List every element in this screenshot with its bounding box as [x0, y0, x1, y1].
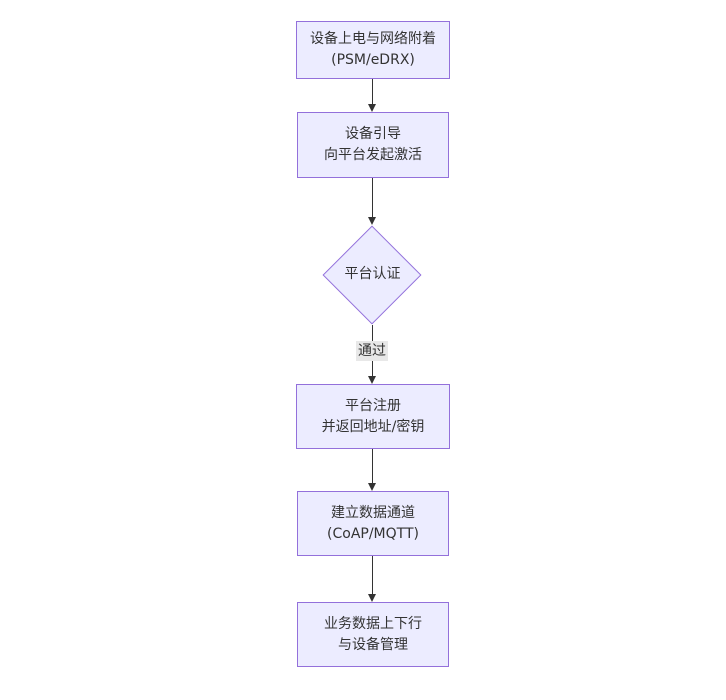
- node-text-line: 设备上电与网络附着: [310, 31, 436, 47]
- node-text-line: (PSM/eDRX): [331, 52, 415, 68]
- edge-line: [372, 556, 373, 595]
- node-bootstrap: 设备引导 向平台发起激活: [297, 112, 449, 178]
- arrowhead-down-icon: [368, 594, 376, 602]
- node-text-line: 并返回地址/密钥: [321, 418, 425, 435]
- edge-arrow-5: [368, 556, 377, 602]
- edge-line: [372, 449, 373, 484]
- edge-arrow-4: [368, 449, 377, 491]
- edge-line: [372, 79, 373, 105]
- arrowhead-down-icon: [368, 483, 376, 491]
- node-text-line: 平台注册: [345, 397, 401, 414]
- node-text-line: 业务数据上下行: [324, 615, 422, 632]
- node-business-data: 业务数据上下行 与设备管理: [297, 602, 449, 667]
- edge-label-pass: 通过: [356, 341, 388, 361]
- edge-arrow-1: [368, 79, 377, 112]
- node-text-line: 与设备管理: [338, 636, 408, 653]
- arrowhead-down-icon: [368, 104, 376, 112]
- node-power-attach: 设备上电与网络附着 (PSM/eDRX): [296, 21, 450, 79]
- node-platform-register: 平台注册 并返回地址/密钥: [296, 384, 450, 449]
- arrowhead-down-icon: [368, 217, 376, 225]
- node-data-channel: 建立数据通道 (CoAP/MQTT): [297, 491, 449, 556]
- node-text-line: (CoAP/MQTT): [327, 525, 419, 542]
- edge-arrow-2: [368, 178, 377, 225]
- arrowhead-down-icon: [368, 376, 376, 384]
- node-text-line: 设备引导: [345, 126, 401, 142]
- node-text-line: 向平台发起激活: [324, 147, 422, 163]
- edge-line: [372, 178, 373, 218]
- node-text-line: 平台认证: [344, 266, 401, 282]
- node-text-line: 建立数据通道: [331, 504, 415, 521]
